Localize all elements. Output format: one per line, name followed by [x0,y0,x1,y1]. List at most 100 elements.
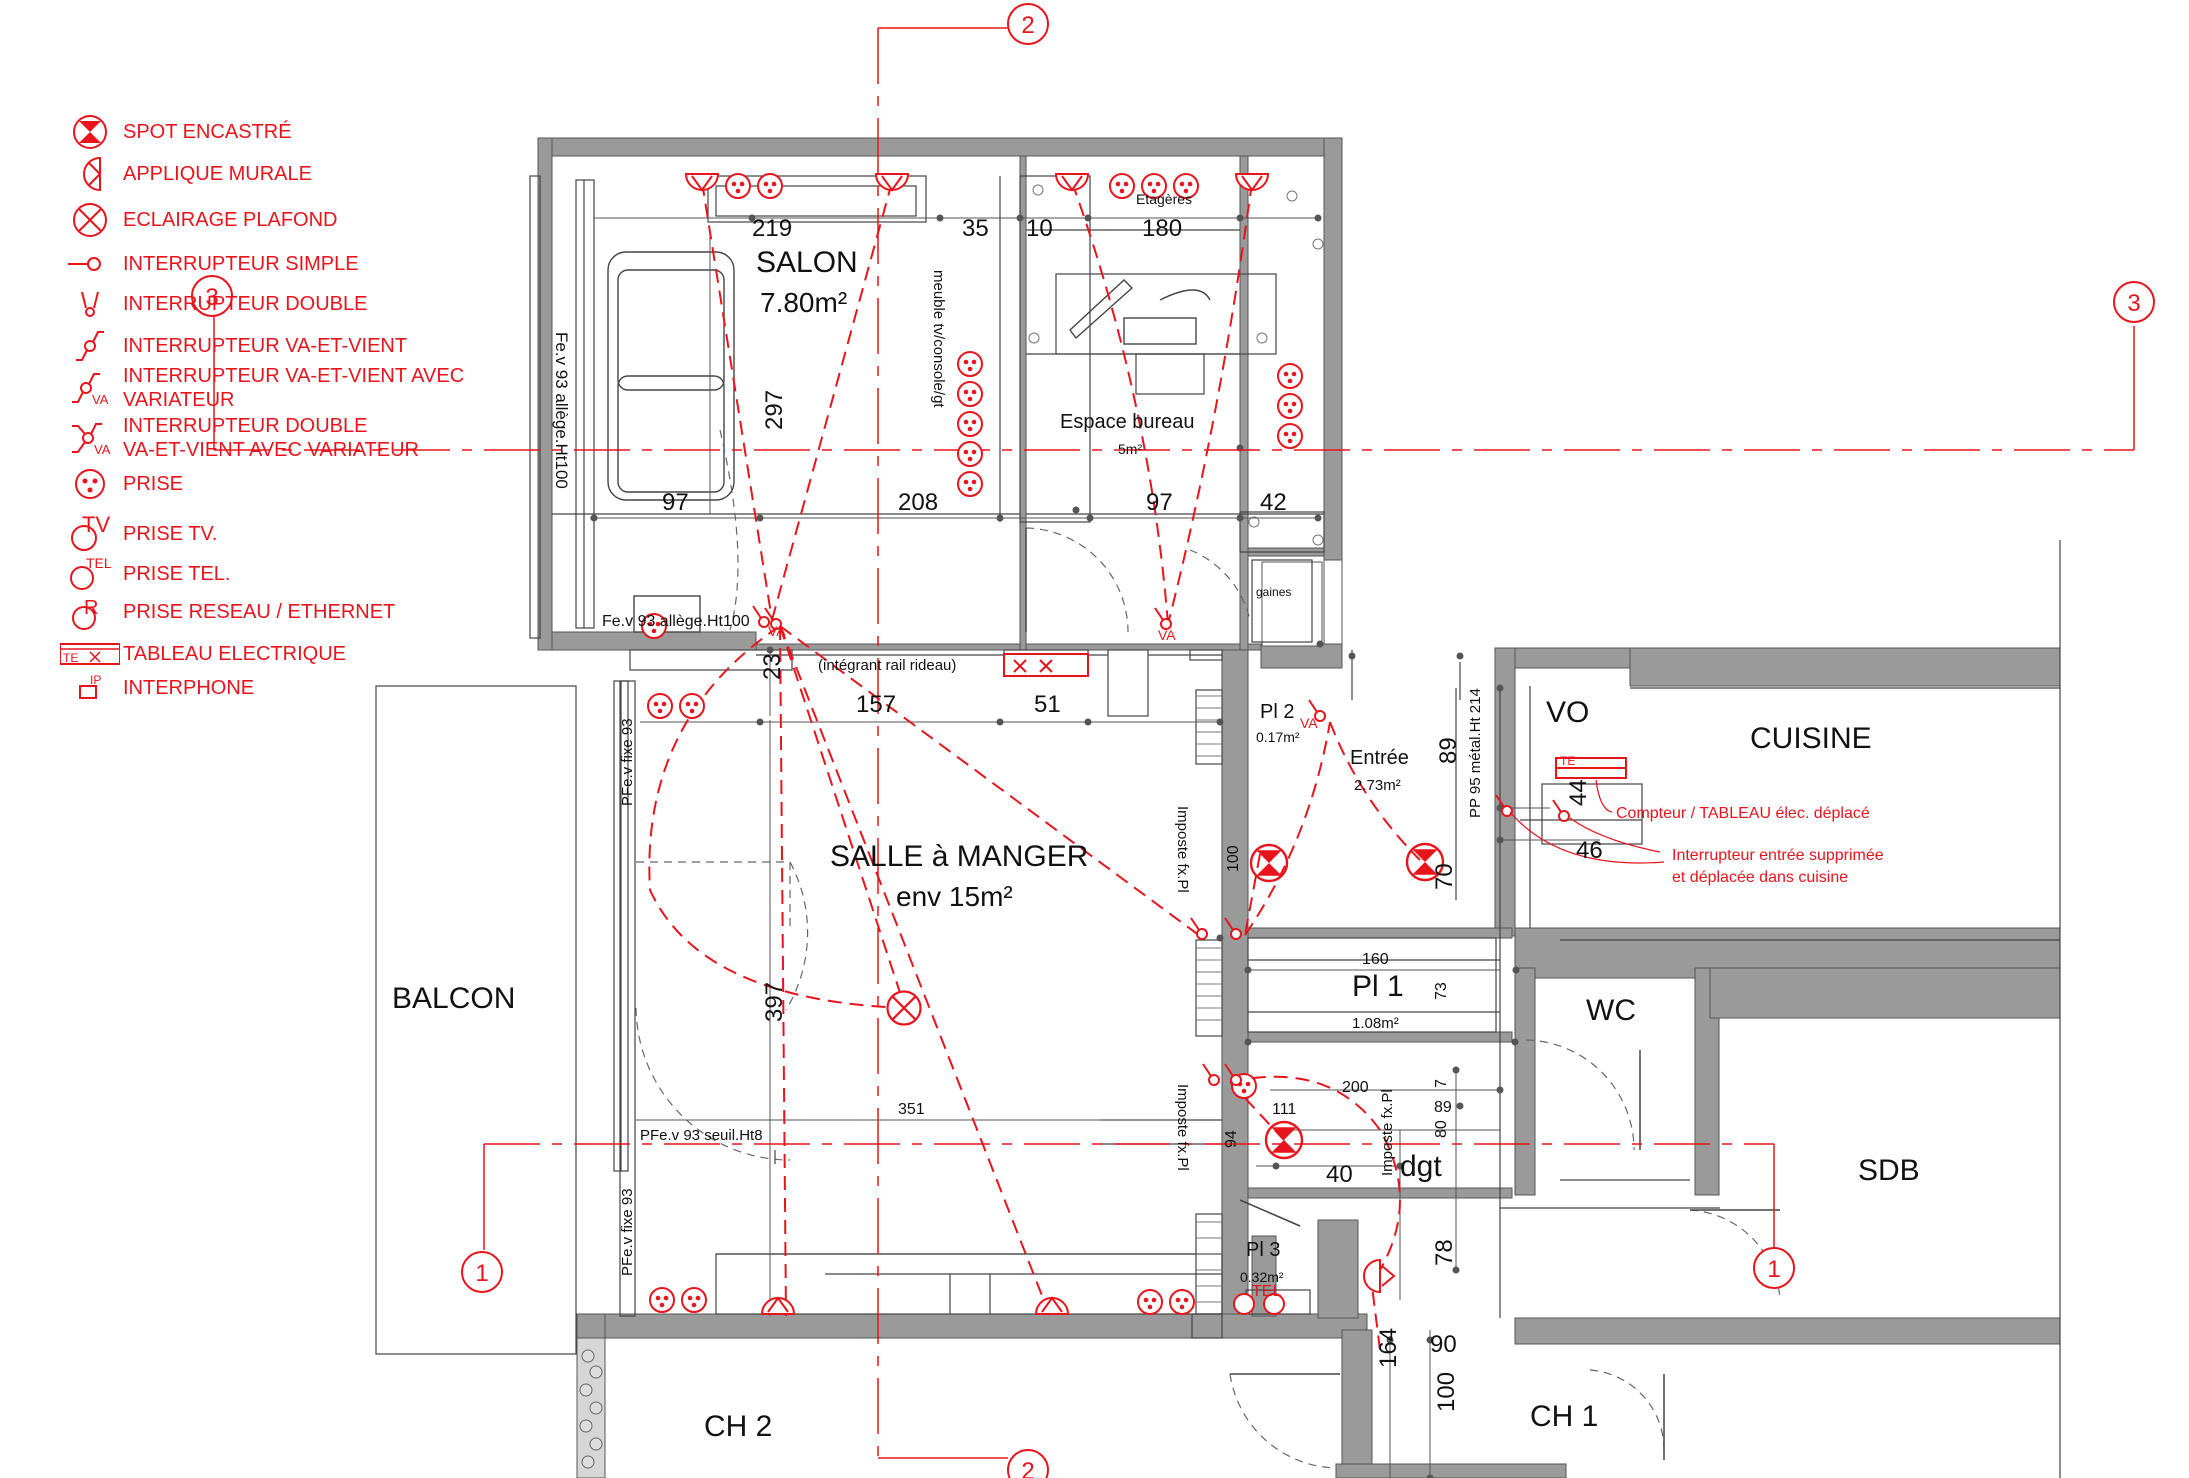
legend-row: TEL PRISE TEL. [60,554,230,594]
dimension: 200 [1342,1079,1369,1096]
axis-3-left [191,275,233,317]
dimension: 180 [1142,215,1182,242]
legend-label: APPLIQUE MURALE [123,163,312,185]
svg-text:TEL: TEL [86,555,112,571]
room-area-salon: 7.80m² [760,287,847,318]
legend-label: TABLEAU ELECTRIQUE [123,643,347,665]
legend-row: SPOT ENCASTRÉ [60,112,292,152]
room-area-pl3: 0.32m² [1240,1269,1284,1285]
room-name-salon: SALON [756,246,858,279]
note-interrupteur-2: et déplacée dans cuisine [1672,869,1848,886]
dimension: 97 [662,489,689,516]
dimension: 7 [1433,1079,1450,1088]
legend-label: INTERRUPTEUR VA-ET-VIENT [123,335,408,357]
dimmer-tag: VA [768,623,786,639]
note-compteur: Compteur / TABLEAU élec. déplacé [1616,805,1870,822]
dimension: 44 [1565,779,1592,806]
label-pfe-fixe-top: PFe.v fixe 93 [619,718,636,806]
dimension: 90 [1430,1331,1457,1358]
room-name-entree: Entrée [1350,747,1409,769]
room-area-salle-a-manger: env 15m² [896,881,1013,912]
room-name-pl1: Pl 1 [1352,970,1404,1003]
dimension: 89 [1434,1099,1452,1116]
phone-tag: TEL [1252,1283,1281,1300]
label-window-bottom: Fe.v 93 allège.Ht100 [602,613,750,630]
dimension: 70 [1431,863,1458,890]
svg-text:R: R [84,597,98,619]
room-name-vo: VO [1546,696,1589,729]
network-outlet-icon: R [60,592,120,632]
axis-2-top [1007,3,1049,45]
spot-icon [60,112,120,152]
legend-row: TE TABLEAU ELECTRIQUE [59,634,347,674]
dimmer-tag: VA [1300,715,1318,731]
legend-label: INTERRUPTEUR DOUBLE VA-ET-VIENT AVEC VAR… [123,415,419,461]
label-pfe-seuil: PFe.v 93 seuil.Ht8 [640,1127,763,1144]
legend-label: INTERPHONE [123,677,255,699]
room-name-pl3: Pl 3 [1246,1239,1280,1261]
simple-switch-icon [60,244,120,284]
svg-text:VA: VA [94,442,111,457]
dimension: 100 [1433,1372,1460,1412]
legend-row: APPLIQUE MURALE [60,154,312,194]
label-window-left: Fe.v 93 allège.Ht100 [552,332,571,489]
dimension: 97 [1146,489,1173,516]
room-name-ch2: CH 2 [704,1410,772,1443]
label-etageres: Etagères [1136,191,1192,207]
outlet-icon [60,464,120,504]
room-name-dgt: dgt [1400,1150,1442,1183]
dimension: 351 [898,1101,925,1118]
axis-label: 2 [1021,12,1034,39]
room-name-gaines: gaines [1256,585,1291,599]
legend-label: INTERRUPTEUR VA-ET-VIENT AVEC VARIATEUR [123,365,465,411]
intercom-icon: IP [60,668,120,708]
legend-row: VA INTERRUPTEUR DOUBLE VA-ET-VIENT AVEC V… [60,415,419,461]
legend-label: SPOT ENCASTRÉ [123,121,292,143]
ceiling-light-icon [60,200,120,240]
label-pfe-fixe-bottom: PFe.v fixe 93 [619,1188,636,1276]
dimension: 78 [1431,1239,1458,1266]
room-area-pl1: 1.08m² [1352,1015,1399,1032]
legend-row: ECLAIRAGE PLAFOND [60,200,338,240]
dimmer-tag: VA [1158,627,1176,643]
axis-3-right [2113,281,2155,323]
dimension: 46 [1576,837,1603,864]
svg-text:VA: VA [92,392,109,407]
room-area-pl2: 0.17m² [1256,729,1300,745]
room-name-bureau: Espace bureau [1060,411,1195,433]
room-name-wc: WC [1586,994,1636,1027]
dimension: 111 [1272,1101,1296,1118]
axis-label: 3 [205,284,218,311]
room-name-cuisine: CUISINE [1750,722,1872,755]
axis-2-bottom [1007,1449,1049,1478]
dimension: 219 [752,215,792,242]
double-switch-icon [60,284,120,324]
label-imposte-3: Imposte fx.Pl [1379,1089,1396,1176]
legend-row: VA INTERRUPTEUR VA-ET-VIENT AVEC VARIATEU… [60,365,464,411]
axis-label: 3 [2127,290,2140,317]
label-pp95: PP 95 métal.Ht 214 [1467,688,1484,818]
label-imposte-2: Imposte fx.Pl [1174,1084,1191,1171]
room-name-ch1: CH 1 [1530,1400,1598,1433]
phone-outlet-icon: TEL [60,554,120,594]
tv-outlet-icon: TV [60,512,120,554]
room-name-balcon: BALCON [392,982,515,1015]
room-name-salle-a-manger: SALLE à MANGER [830,840,1088,873]
note-interrupteur-1: Interrupteur entrée supprimée [1672,847,1884,864]
room-area-bureau: 5m² [1118,441,1142,457]
dimension: 208 [898,489,938,516]
svg-text:TE: TE [63,651,78,665]
dimension: 73 [1433,982,1450,1000]
legend-label: PRISE TEL. [123,563,231,585]
wall-light-icon [60,154,120,194]
panel-tag: TE [1560,754,1575,768]
legend-row: INTERRUPTEUR DOUBLE [60,284,367,324]
dimension: 160 [1362,951,1389,968]
double-two-way-dimmer-switch-icon: VA [60,418,120,458]
svg-text:TV: TV [82,514,110,537]
dimension: 10 [1026,215,1053,242]
